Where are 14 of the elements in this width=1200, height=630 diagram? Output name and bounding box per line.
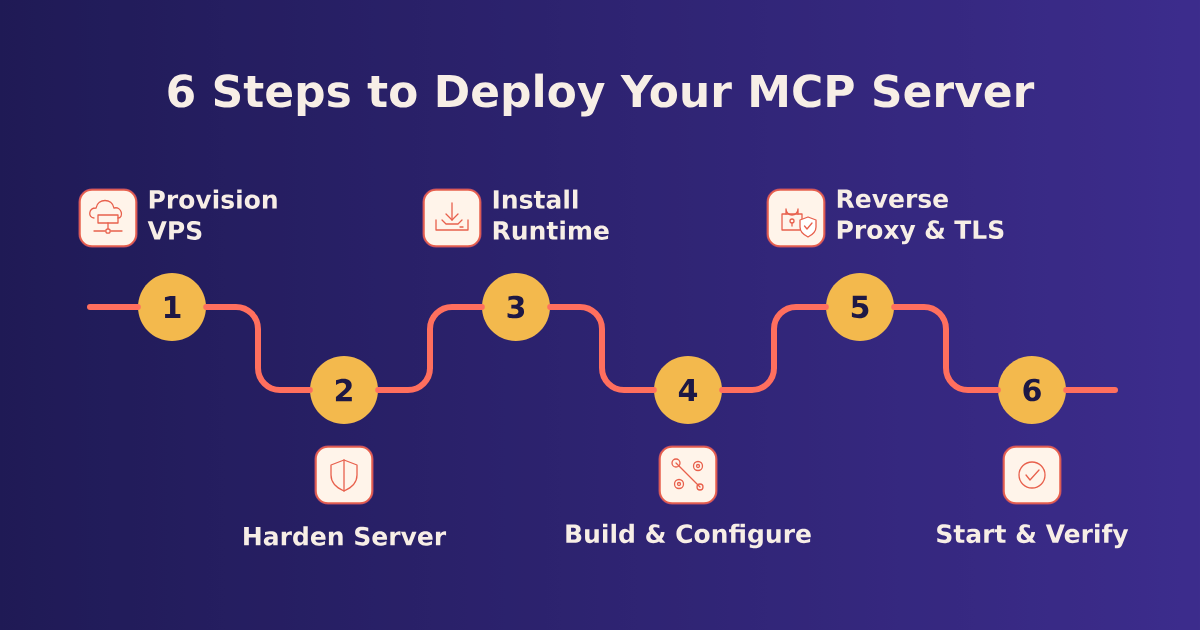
path-line	[375, 304, 485, 393]
step-label: Start & Verify	[937, 523, 1129, 549]
path-line	[1063, 387, 1118, 393]
step-label: Build & Configure	[566, 523, 811, 549]
path-line	[891, 304, 1001, 393]
path-line	[87, 304, 141, 310]
step-label: Harden Server	[244, 526, 447, 546]
step-label: Reverse Proxy & TLS	[837, 189, 1004, 245]
path-line	[547, 304, 657, 393]
step-label: Install Runtime	[493, 189, 609, 240]
path-line	[719, 304, 829, 393]
step-label: Provision VPS	[147, 189, 277, 240]
path-line	[203, 304, 313, 393]
title: 6 Steps to Deploy Your MCP Server	[168, 73, 1035, 117]
